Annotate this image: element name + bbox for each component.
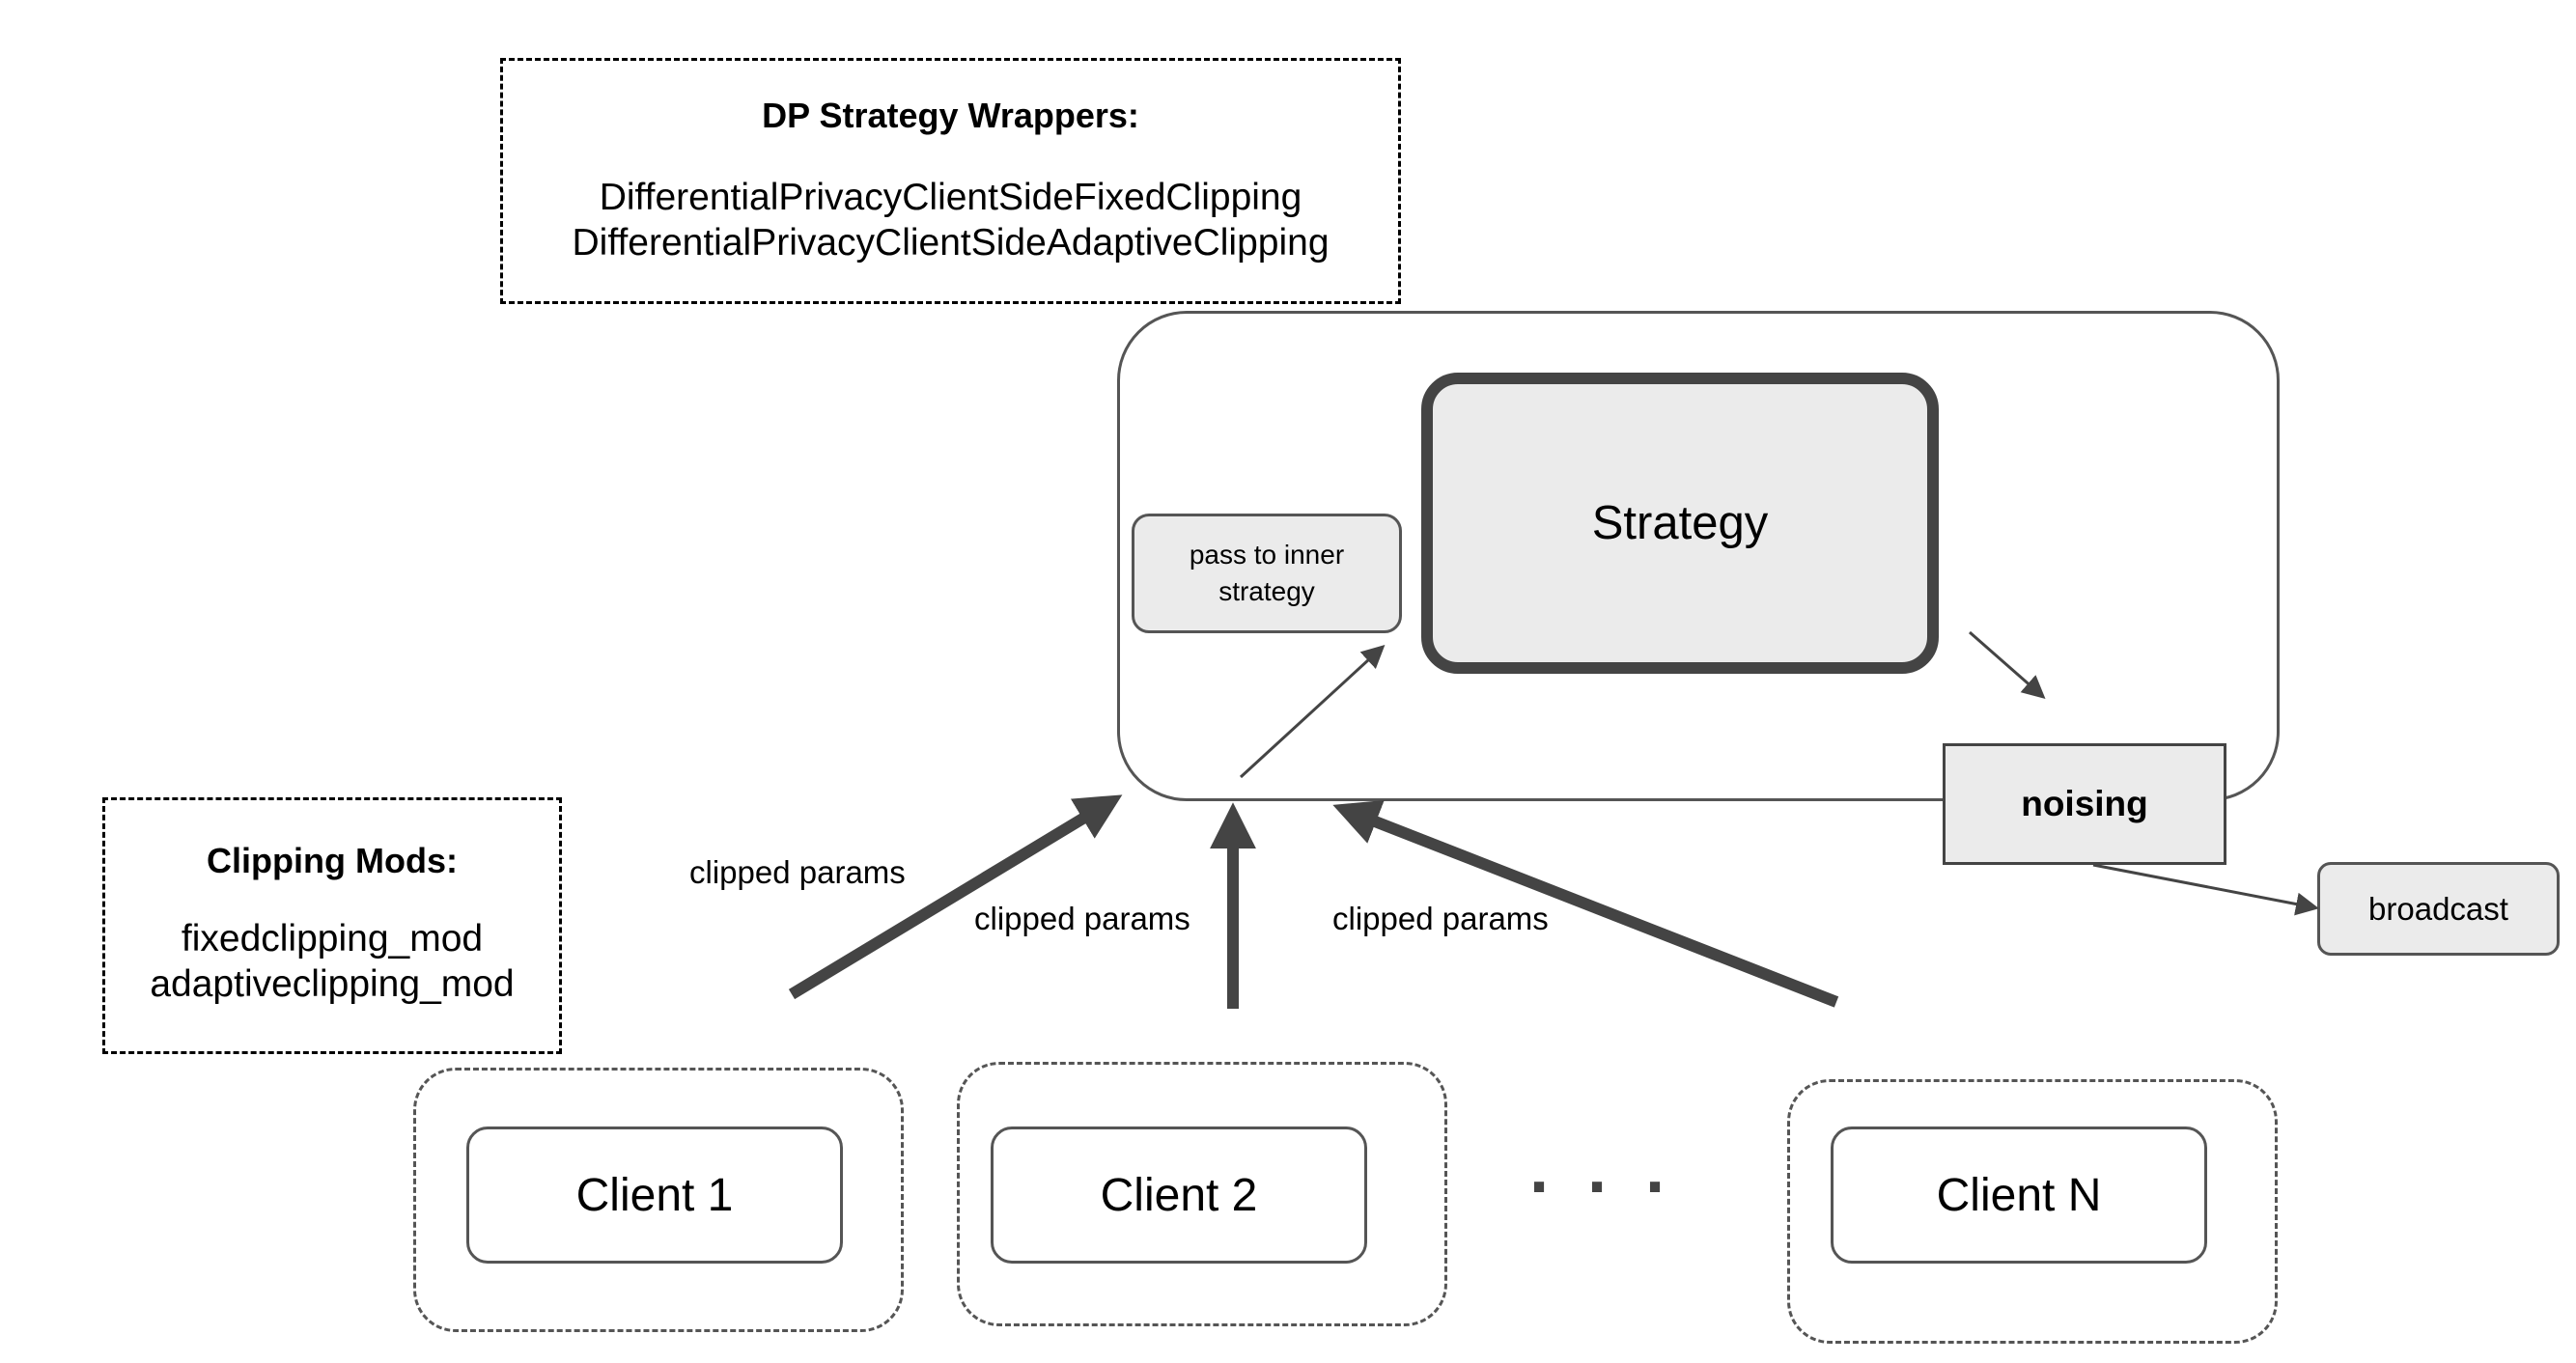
wrappers-title: DP Strategy Wrappers: <box>762 96 1139 135</box>
arrow-to-pass-inner <box>1239 644 1386 779</box>
edge-label-right: clipped params <box>1332 901 1549 936</box>
noising-label: noising <box>2021 784 2148 823</box>
ellipsis-label: · · · <box>1529 1149 1676 1226</box>
client-1-label: Client 1 <box>575 1169 734 1221</box>
pass-to-inner-strategy-label: pass to inner strategy <box>1189 540 1345 606</box>
mods-item-adaptive: adaptiveclipping_mod <box>150 963 515 1005</box>
noising-box: noising <box>1943 743 2226 865</box>
client-n-group <box>1787 1079 2278 1344</box>
client-2-label: Client 2 <box>1100 1169 1258 1221</box>
server-container <box>1117 311 2280 801</box>
strategy-label: Strategy <box>1591 497 1769 549</box>
wrappers-item-adaptive: DifferentialPrivacyClientSideAdaptiveCli… <box>572 222 1330 264</box>
client-1-box: Client 1 <box>466 1127 843 1264</box>
arrow-client-n-to-server <box>1332 800 1839 1008</box>
client-n-box: Client N <box>1831 1127 2207 1264</box>
dp-strategy-wrappers-box: DP Strategy Wrappers: DifferentialPrivac… <box>500 58 1401 304</box>
client-2-box: Client 2 <box>991 1127 1367 1264</box>
client-2-group <box>957 1062 1447 1326</box>
broadcast-box: broadcast <box>2317 862 2560 956</box>
edge-label-middle: clipped params <box>974 901 1190 936</box>
arrow-noising-to-broadcast <box>2092 863 2319 916</box>
broadcast-label: broadcast <box>2368 890 2508 927</box>
arrow-client-1-to-server <box>788 794 1123 1000</box>
mods-item-fixed: fixedclipping_mod <box>181 918 484 960</box>
edge-label-left: clipped params <box>689 854 906 890</box>
arrow-strategy-to-noising <box>1969 630 2046 699</box>
mods-title: Clipping Mods: <box>207 841 458 880</box>
more-clients-ellipsis: · · · <box>1506 1149 1699 1226</box>
client-1-group <box>413 1068 904 1332</box>
strategy-box: Strategy <box>1421 373 1939 674</box>
clipping-mods-box: Clipping Mods: fixedclipping_mod adaptiv… <box>102 797 562 1054</box>
pass-to-inner-strategy-box: pass to inner strategy <box>1132 514 1402 633</box>
client-n-label: Client N <box>1936 1169 2102 1221</box>
wrappers-item-fixed: DifferentialPrivacyClientSideFixedClippi… <box>599 177 1302 218</box>
